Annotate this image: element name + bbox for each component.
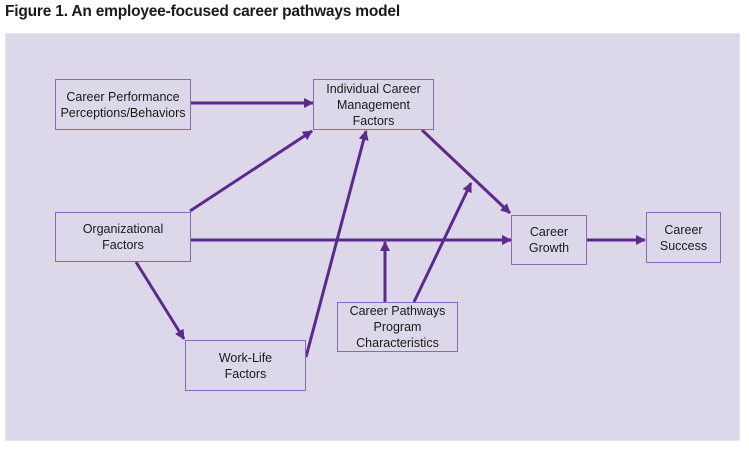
node-organizational-factors: Organizational Factors (55, 212, 191, 262)
node-individual-career-management: Individual Career Management Factors (313, 79, 434, 130)
node-career-pathways-program: Career Pathways Program Characteristics (337, 302, 458, 352)
figure-title: Figure 1. An employee-focused career pat… (5, 3, 400, 20)
node-career-performance: Career Performance Perceptions/Behaviors (55, 79, 191, 130)
node-career-growth: Career Growth (511, 215, 587, 265)
node-career-success: Career Success (646, 212, 721, 263)
node-work-life: Work-Life Factors (185, 340, 306, 391)
